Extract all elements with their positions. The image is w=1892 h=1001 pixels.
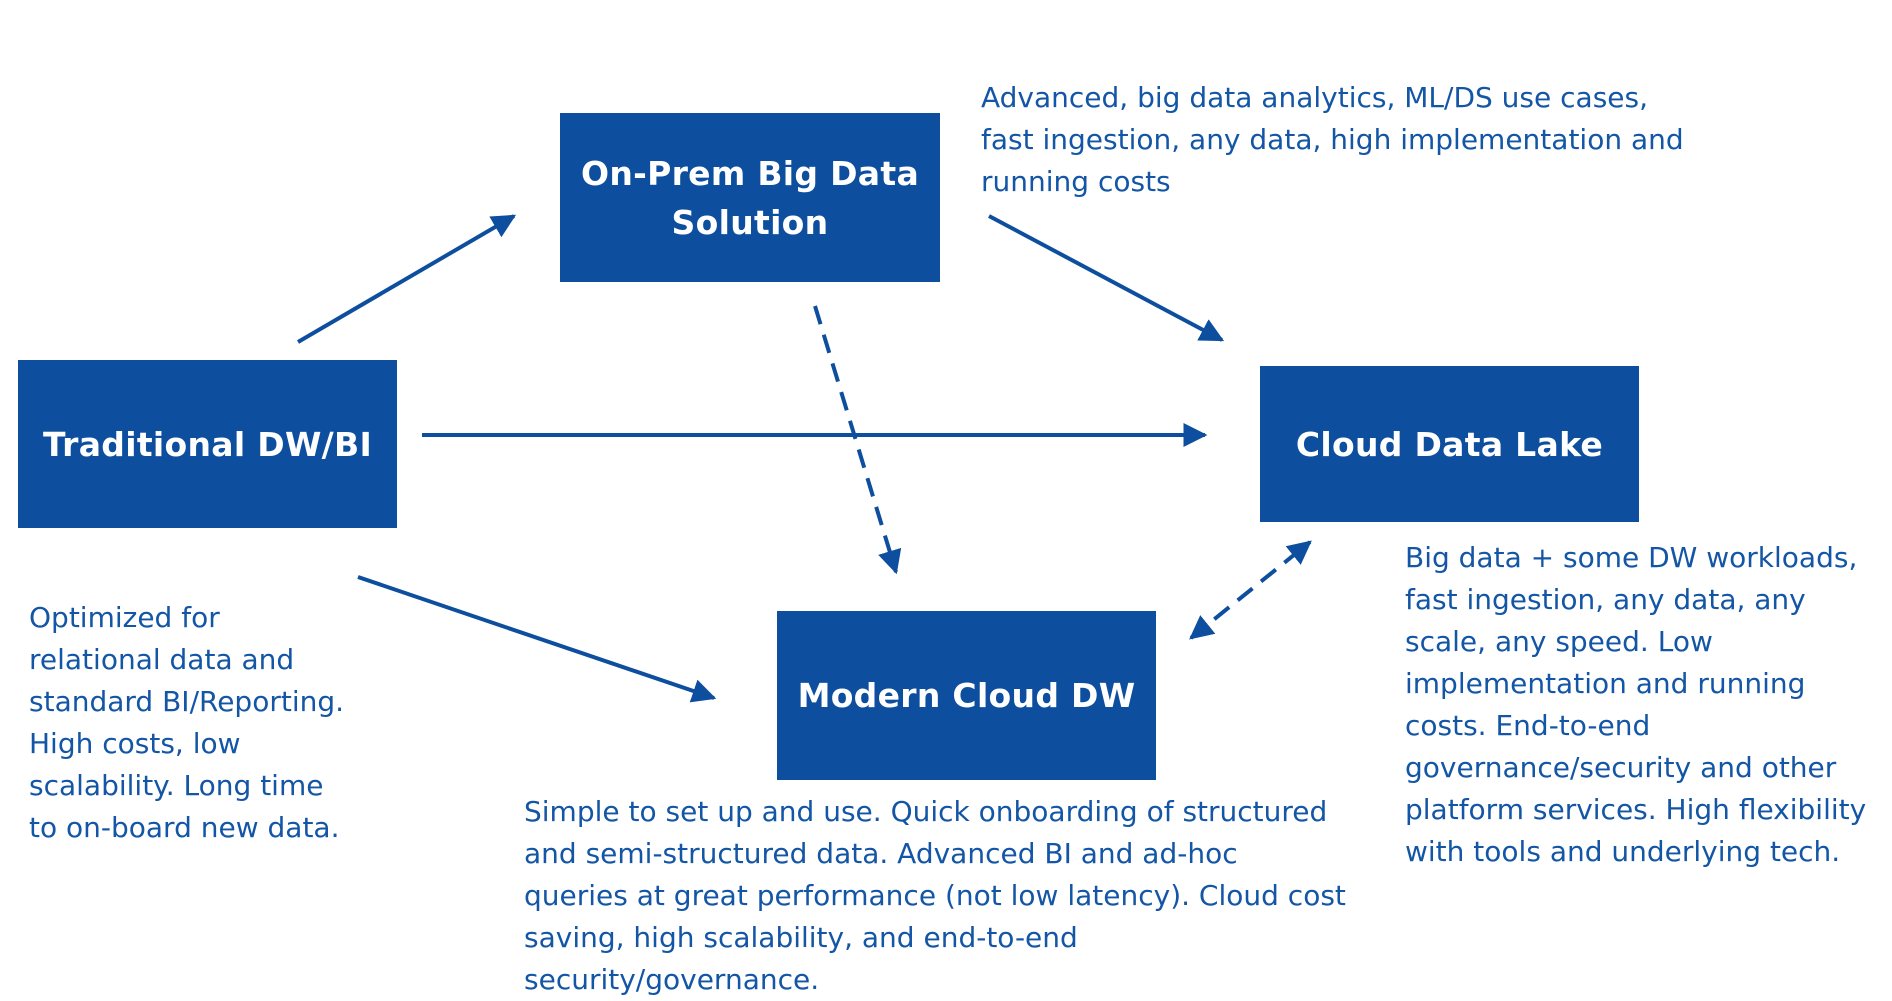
arrow-traditional-to-cloud-dw: [357, 575, 717, 703]
node-modern-cloud-dw: Modern Cloud DW: [777, 611, 1156, 780]
description-cloud-data-lake: Big data + some DW workloads, fast inges…: [1405, 541, 1867, 868]
arrow-cloud-dw-cloud-data-lake-bidirectional: [1189, 540, 1312, 640]
arrow-traditional-to-onprem: [296, 214, 517, 344]
description-traditional-dw-bi: Optimized for relational data and standa…: [29, 601, 345, 844]
connector-layer: [296, 214, 1312, 703]
description-modern-cloud-dw: Simple to set up and use. Quick onboardi…: [524, 795, 1346, 996]
arrow-onprem-to-cloud-data-lake: [988, 214, 1225, 342]
node-traditional-dw-bi: Traditional DW/BI: [18, 360, 397, 528]
arrow-onprem-to-cloud-dw-dashed: [813, 305, 902, 575]
description-on-prem-big-data: Advanced, big data analytics, ML/DS use …: [981, 81, 1684, 198]
node-on-prem-big-data-solution: On-Prem Big Data Solution: [560, 113, 940, 282]
node-cloud-data-lake: Cloud Data Lake: [1260, 366, 1639, 522]
